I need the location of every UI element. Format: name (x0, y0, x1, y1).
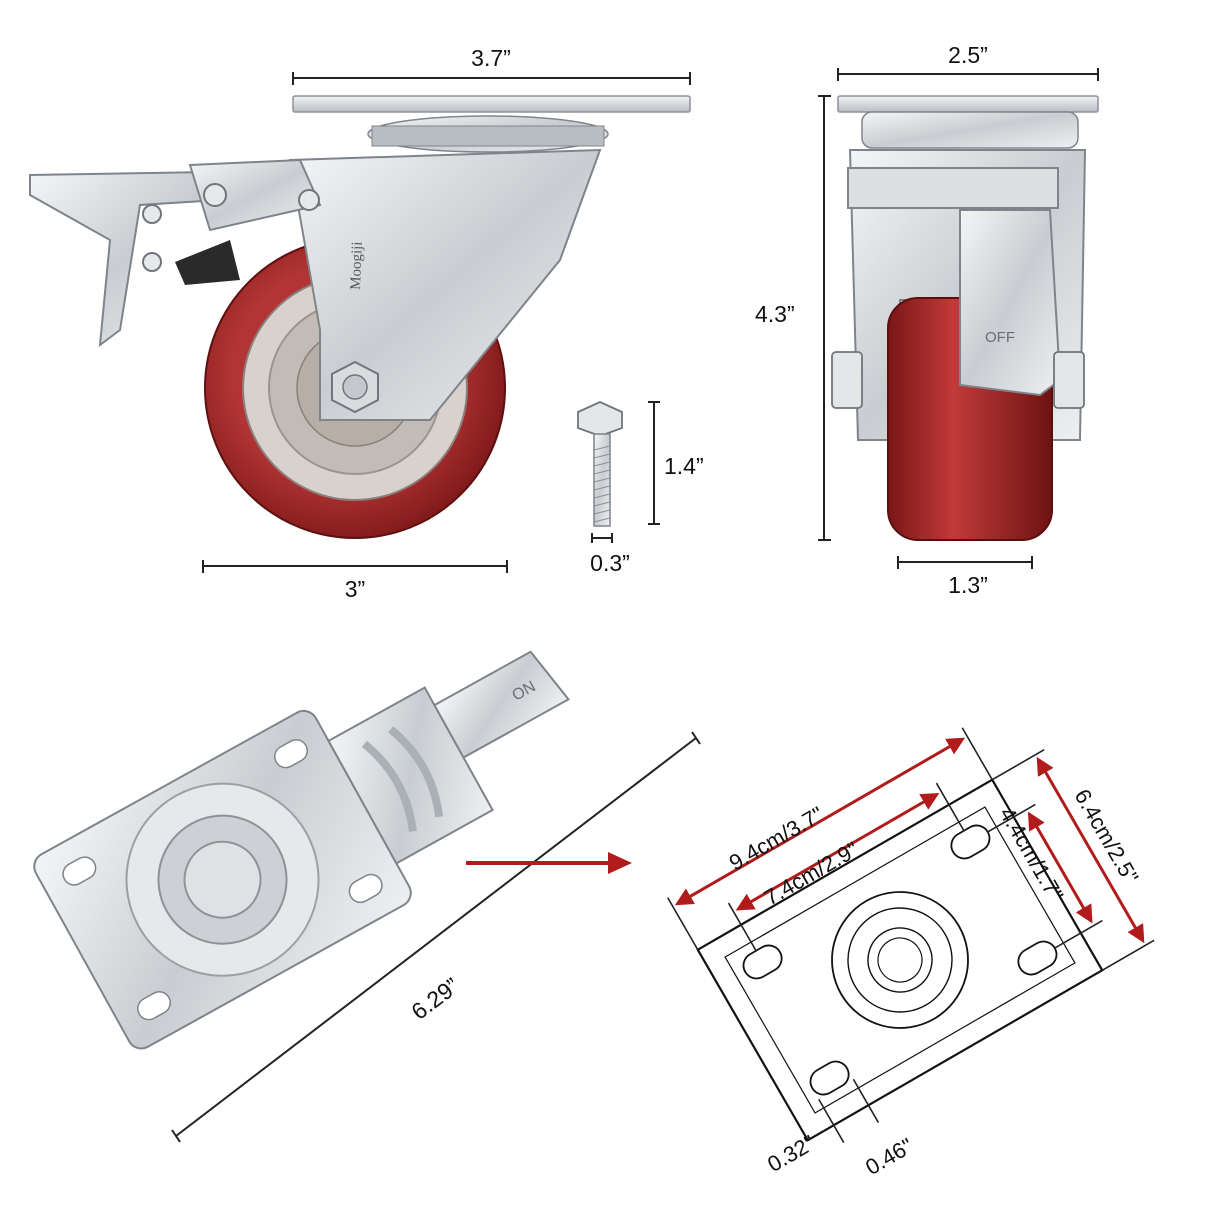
dimension-tick (171, 1129, 181, 1143)
drawing-ring-middle (847, 907, 953, 1013)
pedal-groove (388, 726, 444, 818)
extension-line (852, 1078, 880, 1123)
front-axle-nut-left (831, 351, 863, 409)
drawing-hole (809, 1060, 850, 1096)
front-plate-width-label: 2.5” (948, 42, 988, 68)
side-view-caster: 3.7” Moogiji 3” (29, 45, 691, 602)
bolt: 1.4” 0.3” (577, 401, 704, 576)
bolt-length-label: 1.4” (664, 453, 704, 479)
plate-length-label: 6.29” (406, 972, 464, 1024)
pedal-groove (361, 740, 417, 832)
axle-bolt-head (342, 374, 368, 400)
drawing-ring-core (877, 937, 923, 983)
hole-spacing-length-arrow (735, 792, 940, 911)
rivet (298, 189, 320, 211)
brand-stamp: Moogiji (348, 241, 366, 290)
extension-line (961, 727, 993, 781)
hole-length-label: 0.46" (861, 1133, 917, 1180)
bolt-diameter-label: 0.3” (590, 550, 630, 576)
drawing-ring-outer (831, 891, 969, 1029)
drawing-hole (1017, 940, 1058, 976)
lock-off-text: OFF (985, 329, 1015, 346)
fork (288, 148, 602, 421)
front-wheel-width-label: 1.3” (948, 572, 988, 598)
plate-hole (274, 739, 309, 769)
wheel-diameter-label: 3” (345, 576, 365, 602)
plate-hole (348, 873, 383, 904)
front-height-label: 4.3” (755, 301, 795, 327)
bolt-head (577, 401, 623, 437)
extension-line (1101, 939, 1155, 971)
swivel-center (183, 840, 262, 919)
front-lock-bar (847, 167, 1059, 209)
brake-pad (175, 240, 240, 285)
bolt-thread (593, 445, 611, 523)
mounting-plate (292, 95, 691, 113)
extension-line (991, 749, 1045, 781)
front-view-caster: 2.5” 4.3” OFF 1.3” (755, 42, 1099, 598)
swivel-race (371, 125, 605, 147)
dimension-tick (691, 731, 701, 745)
extension-line (1054, 919, 1103, 949)
rivet (142, 252, 162, 272)
direction-arrow-head (608, 852, 632, 874)
extension-line (935, 782, 965, 832)
plate-hole (137, 991, 172, 1021)
outer-width-label: 6.4cm/2.5" (1070, 785, 1144, 888)
brake-bracket (188, 158, 322, 232)
extension-line (727, 902, 757, 952)
rivet (203, 183, 227, 207)
drawing-hole (742, 944, 783, 980)
drawing-ring-inner (867, 927, 933, 993)
plate-technical-drawing: 9.4cm/3.7" 7.4cm/2.9" 6.4cm/2.5" 4.4cm/1… (667, 727, 1155, 1180)
front-mounting-plate (837, 95, 1099, 113)
plate-length-dimension-line (175, 737, 697, 1137)
hole-width-label: 0.32" (763, 1130, 819, 1177)
front-axle-nut-right (1053, 351, 1085, 409)
top-plate-photo: ON 6.29” (33, 650, 701, 1143)
front-lock-pedal (959, 209, 1062, 397)
drawing-hole (950, 824, 991, 860)
top-plate-width-label: 3.7” (471, 45, 511, 71)
extension-line (818, 1098, 845, 1143)
hole-spacing-width-arrow (1027, 811, 1093, 924)
lock-pedal (433, 650, 570, 759)
plate-hole (62, 856, 97, 886)
rivet (142, 204, 162, 224)
front-swivel (861, 111, 1079, 149)
extension-line (987, 803, 1036, 833)
extension-line (667, 897, 699, 951)
